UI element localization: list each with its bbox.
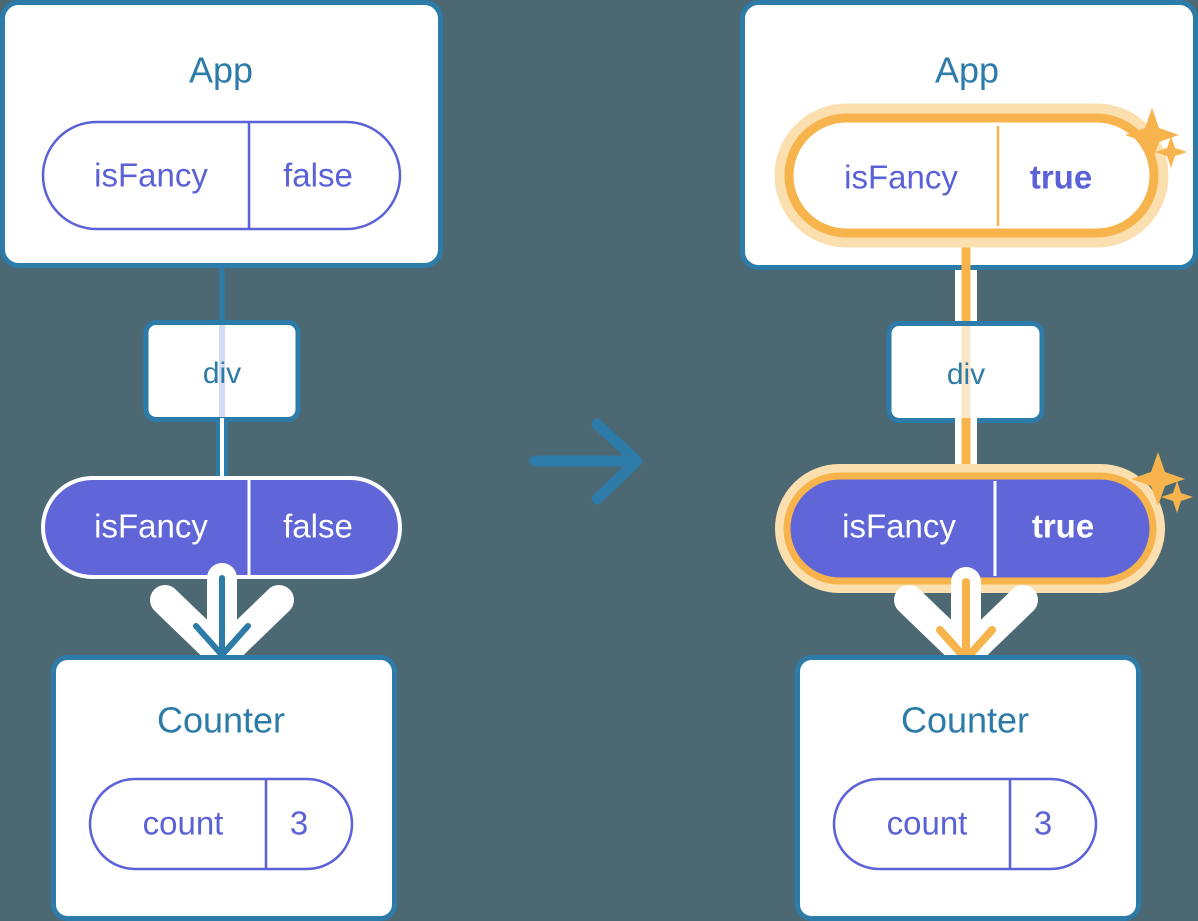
panel-after: App isFancy true div: [740, 0, 1198, 921]
app-state-pill-after[interactable]: isFancy true: [774, 103, 1169, 248]
render-arrow-before: [150, 563, 294, 670]
counter-pill-shape: [832, 777, 1098, 871]
counter-pill-name: count: [143, 805, 224, 842]
state-pill-highlight-ring: [784, 113, 1159, 238]
counter-pill-name: count: [887, 805, 968, 842]
transition-arrow: [529, 418, 643, 505]
counter-pill-value: 3: [290, 805, 308, 842]
counter-pill-shape: [88, 777, 354, 871]
prop-pill-name: isFancy: [94, 508, 208, 545]
counter-card-title: Counter: [901, 700, 1029, 741]
sparkle-group-app-after: [1125, 108, 1187, 168]
state-pill-name: isFancy: [94, 157, 208, 194]
div-box-label: div: [203, 357, 241, 390]
div-box-before: div: [143, 320, 301, 422]
app-card-title: App: [935, 50, 999, 91]
counter-state-pill-before[interactable]: count 3: [88, 777, 354, 871]
sparkle-group-prop-after: [1131, 452, 1193, 513]
prop-pill-name: isFancy: [842, 508, 956, 545]
div-box-after: div: [886, 321, 1045, 423]
sparkle-large-icon: [1125, 108, 1179, 162]
state-pill-value: false: [283, 157, 353, 194]
state-pill-glow: [774, 103, 1169, 248]
sparkle-small-icon: [1155, 136, 1187, 168]
counter-card-title: Counter: [157, 700, 285, 741]
prop-pill-value: false: [283, 508, 353, 545]
app-card-title: App: [189, 50, 253, 91]
sparkle-large-icon: [1131, 452, 1185, 506]
counter-pill-value: 3: [1034, 805, 1052, 842]
prop-pill-before[interactable]: isFancy false: [41, 476, 402, 579]
counter-state-pill-after[interactable]: count 3: [832, 777, 1098, 871]
arrow-right-icon: [529, 418, 643, 505]
app-state-pill-before[interactable]: isFancy false: [41, 120, 402, 231]
state-pill-name: isFancy: [844, 159, 958, 196]
state-pill-shape: [41, 120, 402, 231]
panel-before: App isFancy false div: [0, 0, 443, 921]
state-pill-value: true: [1030, 159, 1092, 196]
sparkle-small-icon: [1161, 481, 1193, 513]
render-arrow-after: [894, 567, 1038, 670]
div-box-label: div: [947, 358, 985, 391]
prop-pill-value: true: [1032, 508, 1094, 545]
